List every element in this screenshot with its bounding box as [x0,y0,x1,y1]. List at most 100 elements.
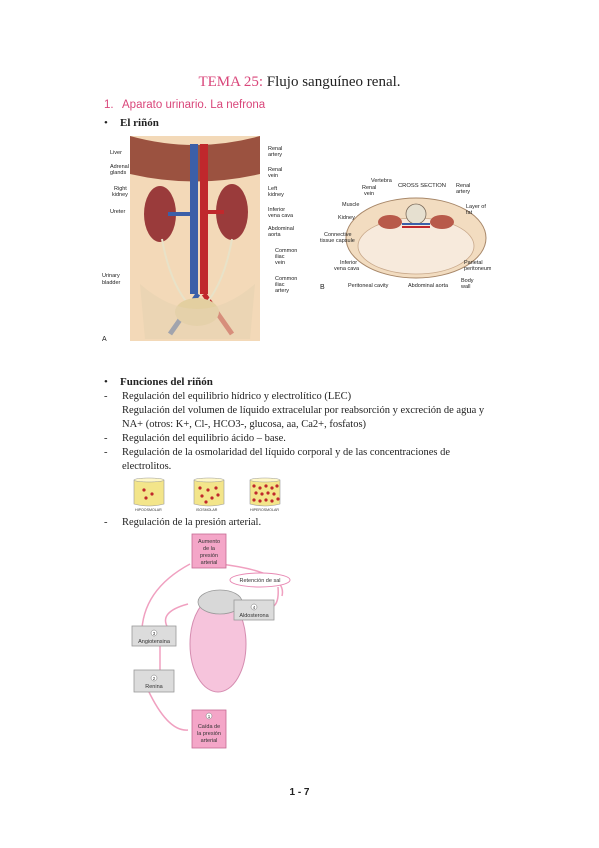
step-2: 2 [153,676,156,681]
label-b-ivc-2: vena cava [334,266,360,272]
label-cross-section: CROSS SECTION [398,183,446,189]
aldosterona-label: Aldosterona [239,613,269,619]
caida-label-1: Caída de [198,724,220,730]
caida-label-3: arterial [201,738,218,744]
section-number: 1. [104,99,114,111]
label-liver: Liver [110,150,122,156]
label-connective-1: Connective [324,232,352,238]
beaker-hiper: HIPEROSMOLAR [249,477,281,512]
label-muscle: Muscle [342,202,359,208]
bullet-funciones: •Funciones del riñón [104,376,213,388]
funcion-text-presion: Regulación de la presión arterial. [122,517,262,528]
figure-letter-a: A [102,336,107,343]
label-b-renal-artery-2: artery [456,189,470,195]
label-layer-1: Layer of [466,204,486,210]
label-iliac-vein-1: Common [275,248,297,254]
label-b-renal-artery-1: Renal [456,183,470,189]
funcion-text-3: NA+ (otros: K+, Cl-, HCO3-, glucosa, aa,… [122,419,367,430]
funcion-text-4: Regulación del equilibrio ácido – base. [122,433,286,444]
tema-number: TEMA 25: [198,74,264,90]
beaker-iso: ISOSMOLAR [193,477,225,512]
step-4: 4 [253,605,256,610]
label-parietal-2: peritoneum [464,266,491,272]
label-right-kidney-2: kidney [112,192,128,198]
label-ivc-1: Inferior [268,207,285,213]
label-vertebra: Vertebra [371,178,393,184]
step-3: 3 [153,631,156,636]
renina-label: Renina [145,684,163,690]
label-iliac-vein-2: iliac [275,254,285,260]
label-layer-2: fat [466,210,473,216]
label-peritoneal: Peritoneal cavity [348,283,389,289]
label-urinary-1: Urinary [102,273,120,279]
section-label: Aparato urinario. La nefrona [122,99,266,111]
page-title: TEMA 25: Flujo sanguíneo renal. [0,74,599,91]
label-body-wall-2: wall [460,284,470,290]
beaker-label-hiper: HIPEROSMOLAR [250,508,279,512]
funcion-text-5: Regulación de la osmolaridad del líquido… [122,447,451,458]
label-adrenal-1: Adrenal [110,164,129,170]
bullet-funciones-label: Funciones del riñón [120,376,213,388]
label-ivc-2: vena cava [268,213,294,219]
aumento-box [191,533,227,569]
caida-label-2: la presión [197,731,221,737]
kidney-right-shape [430,215,454,229]
bullet-rinon-label: El riñón [120,117,159,129]
kidney-left-shape [378,215,402,229]
label-iliac-artery-1: Common [275,276,297,282]
funcion-text-1: Regulación del equilibrio hídrico y elec… [122,391,352,402]
label-iliac-artery-3: artery [275,288,289,294]
bullet-dot: • [104,117,108,129]
label-b-kidney: Kidney [338,215,355,221]
label-iliac-vein-3: vein [275,260,285,266]
label-b-aorta: Abdominal aorta [408,283,449,289]
label-b-renal-vein-2: vein [364,191,374,197]
figure-pressure-loop: Aumento de la presión arterial Retención… [131,533,291,749]
label-adrenal-2: glands [110,170,126,176]
tema-title: Flujo sanguíneo renal. [266,74,401,90]
label-aorta-1: Abdominal [268,226,294,232]
funcion-item-4: - Regulación de la presión arterial. [104,516,522,530]
figure-cross-section: Vertebra CROSS SECTION Renal vein Renal … [320,178,491,291]
left-kidney-shape [216,184,248,240]
right-kidney-shape [144,186,176,242]
aumento-label-2: de la [203,546,216,552]
label-renal-vein-2: vein [268,173,278,179]
funcion-item-1: - Regulación del equilibrio hídrico y el… [104,390,522,432]
section-heading: 1. Aparato urinario. La nefrona [104,99,265,111]
aumento-label-1: Aumento [198,539,220,545]
figure-urinary-anatomy: Liver Adrenal glands Right kidney Ureter… [102,136,297,343]
vena-cava-shape [190,144,198,294]
aumento-label-4: arterial [201,560,218,566]
funcion-item-3: - Regulación de la osmolaridad del líqui… [104,446,522,474]
retencion-label: Retención de sal [240,578,281,584]
label-aorta-2: aorta [268,232,281,238]
label-ureter: Ureter [110,209,125,215]
label-connective-2: tissue capsule [320,238,355,244]
label-parietal-1: Parietal [464,260,483,266]
vertebra-shape [405,203,427,225]
funcion-text-6: electrolitos. [122,461,172,472]
page-number: 1 - 7 [289,787,310,798]
label-body-wall-1: Body [461,278,474,284]
label-b-renal-vein-1: Renal [362,185,376,191]
label-iliac-artery-2: iliac [275,282,285,288]
beaker-label-iso: ISOSMOLAR [196,508,218,512]
bullet-rinon: • El riñón [104,117,159,129]
label-renal-artery-2: artery [268,152,282,158]
retencion-oval [229,572,291,588]
label-left-kidney-1: Left [268,186,278,192]
label-right-kidney-1: Right [114,186,127,192]
funcion-text-2: Regulación del volumen de líquido extrac… [122,405,485,416]
osmolarity-beakers: HIPOOSMOLAR ISOSMOLAR HIPEROSMOLAR [133,477,281,512]
aorta-shape [200,144,208,294]
angiotensina-label: Angiotensina [138,639,171,645]
step-1: 1 [208,714,211,719]
label-b-ivc-1: Inferior [340,260,357,266]
label-renal-vein-1: Renal [268,167,282,173]
beaker-hipo: HIPOOSMOLAR [133,477,165,512]
label-urinary-2: bladder [102,280,121,286]
label-left-kidney-2: kidney [268,192,284,198]
label-renal-artery-1: Renal [268,146,282,152]
figure-letter-b: B [320,284,325,291]
